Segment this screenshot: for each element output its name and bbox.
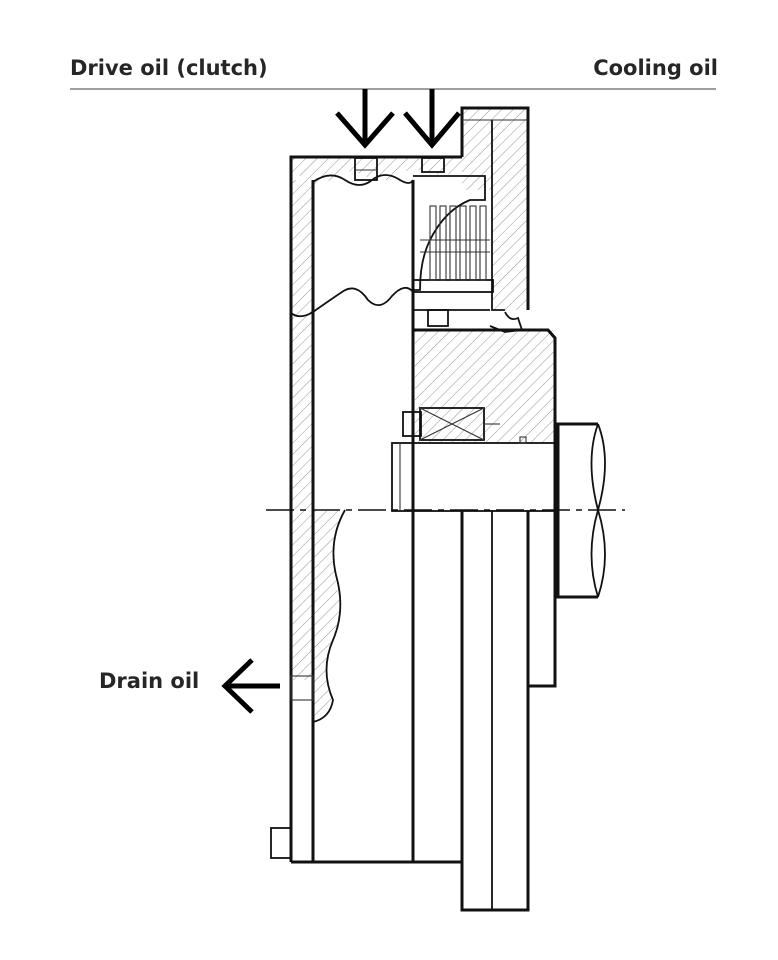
drive-oil-arrow-icon <box>335 89 395 149</box>
housing-hatched-section <box>291 108 555 720</box>
cooling-oil-label: Cooling oil <box>593 56 718 80</box>
inlet-plugs <box>354 157 445 181</box>
main-housing-outline <box>289 155 557 912</box>
clutch-plate-pack <box>412 175 494 293</box>
drain-oil-label: Drain oil <box>99 669 200 693</box>
foot-bolt <box>270 827 292 859</box>
drive-oil-label: Drive oil (clutch) <box>70 56 268 80</box>
drain-oil-arrow-icon <box>221 658 280 714</box>
outer-drum <box>460 106 530 333</box>
cooling-oil-arrow-icon <box>403 89 461 149</box>
bearing <box>419 407 500 441</box>
shaft <box>391 436 556 512</box>
hub-block <box>402 309 557 443</box>
drain-port <box>290 675 314 701</box>
